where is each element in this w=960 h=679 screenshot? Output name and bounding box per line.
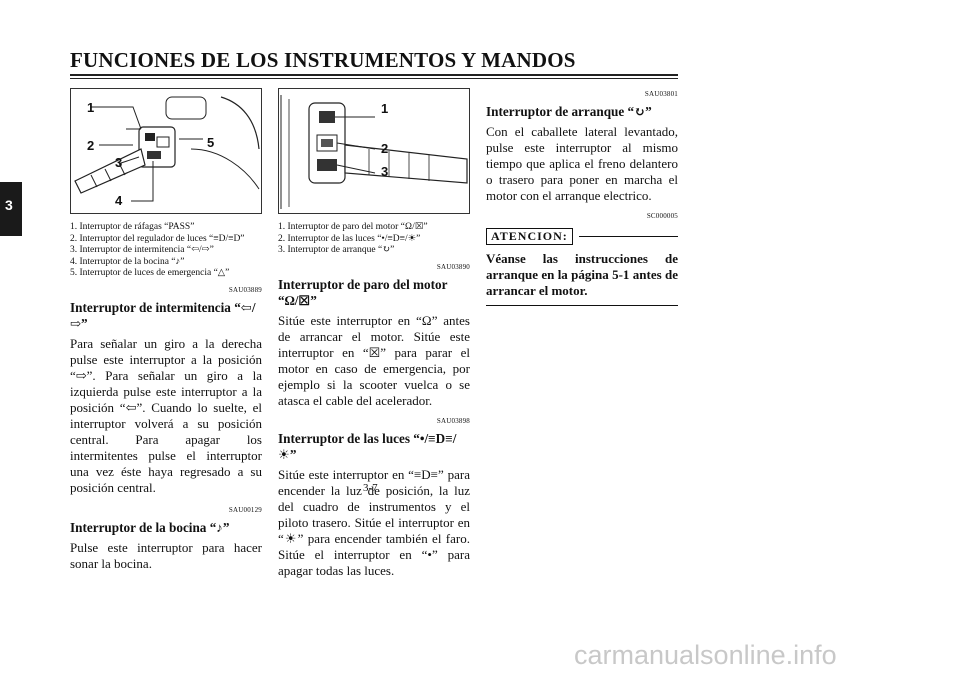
- reference-code: SAU00129: [228, 505, 262, 514]
- caption-item: 1. Interruptor de ráfagas “PASS”: [70, 222, 195, 232]
- caption-item: 2. Interruptor de las luces “•/≡D≡/☀”: [278, 233, 421, 244]
- section-heading: Interruptor de paro del motor “Ω/☒”: [278, 276, 448, 308]
- page-number: 3-7: [363, 482, 378, 494]
- left-handlebar-figure: 1 2 3 4 5: [70, 88, 262, 214]
- reference-code: SAU03898: [436, 416, 470, 425]
- caption-item: 3. Interruptor de intermitencia “⇦/⇨”: [70, 245, 214, 255]
- column-left: 1 2 3 4 5 1. Interruptor de ráfagas “PAS…: [70, 88, 262, 572]
- caption-item: 3. Interruptor de arranque “↻”: [278, 245, 395, 255]
- caption-item: 2. Interruptor del regulador de luces “≡…: [70, 233, 245, 244]
- callout-2: 2: [381, 141, 389, 156]
- section-heading: Interruptor de intermitencia “⇦/⇨”: [70, 299, 256, 331]
- warning-rule: [578, 236, 678, 237]
- callout-2: 2: [87, 138, 95, 153]
- section-heading: Interruptor de arranque “↻”: [486, 104, 652, 119]
- body-paragraph: Sitúe este interruptor en “Ω” antes de a…: [278, 312, 470, 408]
- reference-code: SC000005: [646, 212, 678, 220]
- section-tab: [0, 182, 22, 236]
- warning-text: Véanse las instrucciones de arranque en …: [486, 251, 678, 306]
- header-rule-thick: [70, 74, 678, 76]
- callout-3: 3: [115, 155, 123, 170]
- body-paragraph: Para señalar un giro a la derecha pulse …: [70, 335, 262, 495]
- callout-4: 4: [115, 193, 123, 208]
- callout-1: 1: [87, 100, 95, 115]
- figure-caption-middle: 1. Interruptor de paro del motor “Ω/☒” 2…: [278, 222, 470, 257]
- column-middle: 1 2 3 1. Interruptor de paro del motor “…: [278, 88, 470, 579]
- body-paragraph: Con el caballete lateral levantado, puls…: [486, 124, 678, 203]
- callout-3: 3: [381, 164, 389, 179]
- section-tab-number: 3: [5, 197, 13, 213]
- callout-5: 5: [207, 135, 215, 150]
- column-right: SAU03801 Interruptor de arranque “↻” Con…: [486, 84, 678, 306]
- right-handlebar-figure: 1 2 3: [278, 88, 470, 214]
- warning-label: ATENCION:: [486, 228, 573, 245]
- caption-item: 4. Interruptor de la bocina “♪”: [70, 256, 185, 267]
- callout-1: 1: [381, 101, 389, 116]
- header-rule-thin: [70, 78, 678, 79]
- figure-caption-left: 1. Interruptor de ráfagas “PASS” 2. Inte…: [70, 222, 262, 280]
- reference-code: SAU03889: [228, 285, 262, 294]
- caption-item: 5. Interruptor de luces de emergencia “△…: [70, 268, 230, 278]
- section-heading: Interruptor de las luces “•/≡D≡/☀”: [278, 430, 457, 462]
- page-title: FUNCIONES DE LOS INSTRUMENTOS Y MANDOS: [70, 48, 576, 72]
- watermark: carmanualsonline.info: [574, 640, 837, 670]
- caption-item: 1. Interruptor de paro del motor “Ω/☒”: [278, 222, 428, 232]
- section-heading: Interruptor de la bocina “♪”: [70, 519, 230, 535]
- warning-header: ATENCION:: [486, 228, 678, 245]
- reference-code: SAU03801: [644, 90, 678, 98]
- body-paragraph: Pulse este interruptor para hacer sonar …: [70, 539, 262, 571]
- body-paragraph: Sitúe este interruptor en “≡D≡” para enc…: [278, 466, 470, 578]
- right-handlebar-drawing: [280, 95, 468, 209]
- reference-code: SAU03890: [436, 262, 470, 271]
- left-handlebar-drawing: [74, 96, 260, 202]
